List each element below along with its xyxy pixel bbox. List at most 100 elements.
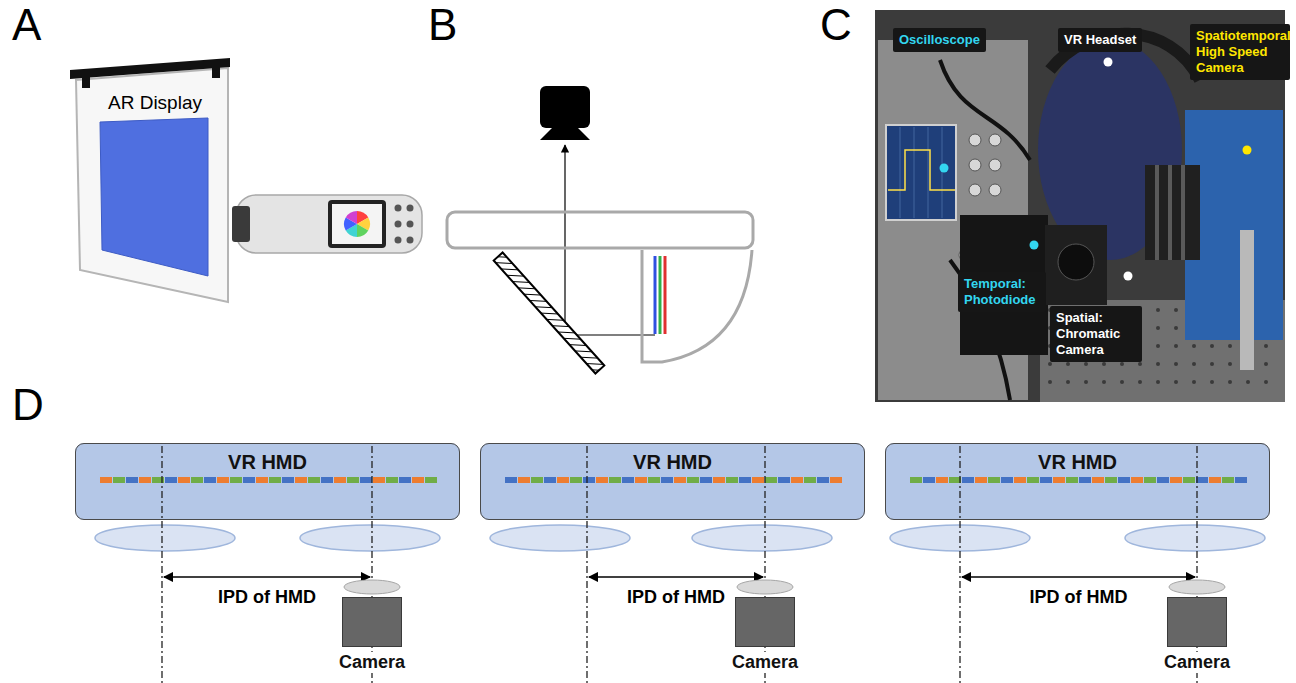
pixel-stripe: [713, 477, 725, 483]
hmd-title: VR HMD: [886, 451, 1269, 474]
high-speed-lens: [1145, 165, 1200, 260]
colorimeter-button: [407, 221, 414, 228]
panel-c-photo: [875, 10, 1285, 402]
pixel-stripe: [661, 477, 673, 483]
pixel-stripe: [386, 477, 398, 483]
center-line: [161, 446, 162, 683]
pixel-stripe: [830, 477, 842, 483]
pointer-dot: [1124, 272, 1133, 281]
center-line: [1196, 446, 1197, 683]
pixel-stripe: [1235, 477, 1247, 483]
pixel-stripe: [347, 477, 359, 483]
colorimeter-button: [395, 237, 402, 244]
pixel-stripe: [674, 477, 686, 483]
pixel-stripe: [765, 477, 777, 483]
pixel-stripe: [1222, 477, 1234, 483]
camera-body: [1167, 597, 1227, 647]
knob: [969, 159, 981, 171]
panel-letter: C: [820, 0, 852, 51]
callout-tag: Oscilloscope: [893, 28, 986, 52]
table-hole: [1174, 344, 1178, 348]
pixel-stripe: [1209, 477, 1221, 483]
pixel-stripe: [1040, 477, 1052, 483]
mirror: [494, 253, 605, 374]
panel-letter: A: [12, 0, 41, 51]
callout-tag: Spatiotemporal High Speed Camera: [1190, 24, 1290, 80]
table-hole: [1174, 362, 1178, 366]
colorimeter-button: [395, 205, 402, 212]
oscilloscope-screen: [886, 125, 956, 220]
clip-bar: [70, 58, 230, 79]
post: [1240, 230, 1254, 370]
pixel-stripe: [1196, 477, 1208, 483]
center-line: [959, 446, 960, 683]
pixel-stripe: [1170, 477, 1182, 483]
pixel-stripe: [544, 477, 556, 483]
hmd-fill: [480, 443, 865, 520]
pixel-stripe: [622, 477, 634, 483]
pixel-stripe: [204, 477, 216, 483]
chromatic-camera: [1045, 225, 1107, 305]
dimension-label: IPD of HMD: [627, 587, 725, 608]
pixel-stripe: [583, 477, 595, 483]
table-hole: [1264, 362, 1268, 366]
pixel-stripe: [726, 477, 738, 483]
pixel-stripe: [949, 477, 961, 483]
camera-body: [342, 597, 402, 647]
pixel-stripe: [1079, 477, 1091, 483]
callout-text: Oscilloscope: [899, 32, 980, 48]
pixel-stripe: [1001, 477, 1013, 483]
ar-sheet: [76, 68, 228, 302]
colorimeter-button: [407, 205, 414, 212]
pixel-stripe: [126, 477, 138, 483]
color-wheel: [344, 211, 370, 237]
table-hole: [1192, 362, 1196, 366]
part-label: AR Display: [108, 92, 202, 114]
table-hole: [1174, 308, 1178, 312]
pixel-stripe: [425, 477, 437, 483]
table-hole: [1192, 380, 1196, 384]
knob: [989, 134, 1001, 146]
colorimeter-screen-frame: [328, 200, 386, 248]
table-hole: [1210, 344, 1214, 348]
pixel-stripe: [700, 477, 712, 483]
table-hole: [1048, 380, 1052, 384]
pixel-stripe: [100, 477, 112, 483]
callout-text: Spatiotemporal High Speed Camera: [1196, 28, 1284, 76]
pixel-stripe: [923, 477, 935, 483]
pixel-stripe: [1183, 477, 1195, 483]
waveguide: [447, 212, 753, 248]
pixel-stripe: [752, 477, 764, 483]
table-hole: [1156, 380, 1160, 384]
pixel-stripe: [191, 477, 203, 483]
pixel-stripe: [505, 477, 517, 483]
camera-body: [735, 597, 795, 647]
table-hole: [1120, 380, 1124, 384]
pixel-stripe: [1027, 477, 1039, 483]
colorimeter-nozzle: [232, 206, 250, 242]
knob: [969, 184, 981, 196]
clip-tab: [82, 74, 90, 88]
table-hole: [1066, 380, 1070, 384]
pixel-stripe: [269, 477, 281, 483]
table-hole: [1084, 362, 1088, 366]
table-hole: [1156, 308, 1160, 312]
pixel-stripe: [230, 477, 242, 483]
table-hole: [1210, 380, 1214, 384]
pixel-stripe: [321, 477, 333, 483]
pixel-stripe: [178, 477, 190, 483]
lens-ring: [1181, 165, 1185, 260]
callout-text: Spatial: Chromatic Camera: [1056, 310, 1136, 358]
pixel-stripe: [1144, 477, 1156, 483]
hmd-lens: [692, 525, 832, 551]
camera-lens: [344, 580, 400, 594]
lens-ring: [1168, 165, 1172, 260]
knob: [969, 134, 981, 146]
pixel-stripe: [988, 477, 1000, 483]
pointer-dot: [940, 164, 949, 173]
center-line: [586, 446, 587, 683]
camera-lens: [737, 580, 793, 594]
camera-box: Camera: [1160, 597, 1234, 673]
pixel-stripe: [1118, 477, 1130, 483]
